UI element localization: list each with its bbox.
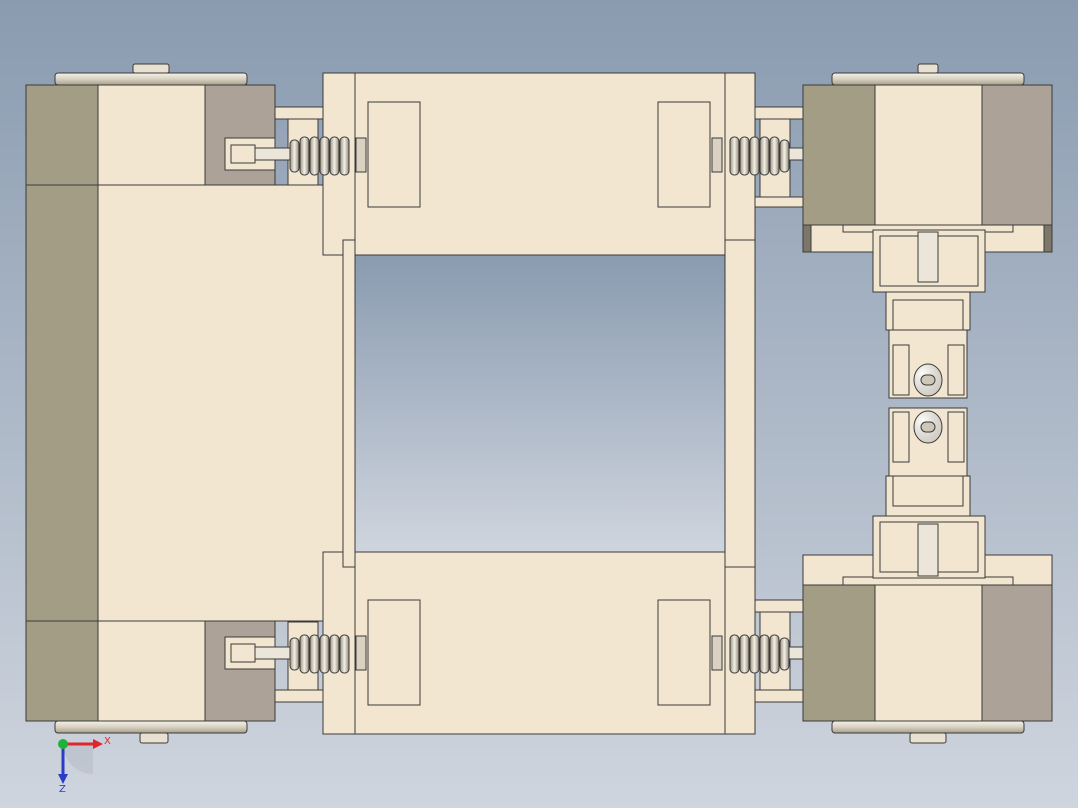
frame-opening <box>354 254 726 553</box>
left-bottom-wheel-face <box>97 620 206 722</box>
right-top-wheel-module[interactable] <box>802 63 1053 253</box>
steering-linkage[interactable] <box>872 229 986 579</box>
frame-left-rail <box>342 239 356 568</box>
left-bottom-wheel-rim <box>54 720 248 734</box>
left-battery-box <box>97 184 344 622</box>
mount-block-top-left <box>367 101 421 208</box>
spring-assembly-bottom-left[interactable] <box>224 621 367 703</box>
right-bottom-wheel-module[interactable] <box>802 554 1053 744</box>
left-battery-side <box>25 184 99 622</box>
left-bottom-axle-cap <box>139 732 169 744</box>
left-top-wheel-rim <box>54 72 248 86</box>
center-frame[interactable] <box>322 72 756 735</box>
mount-block-bottom-left <box>367 599 421 706</box>
axis-z-label: Z <box>59 784 66 795</box>
left-bottom-wheel-hub <box>204 620 276 722</box>
mount-block-bottom-right <box>657 599 711 706</box>
left-top-wheel-face <box>97 84 206 186</box>
left-track-module[interactable] <box>25 63 344 744</box>
left-top-axle-cap <box>132 63 170 74</box>
axis-x-label: X <box>104 736 111 747</box>
spring-assembly-top-left[interactable] <box>224 106 367 186</box>
mount-block-top-right <box>657 101 711 208</box>
coordinate-triad-icon <box>58 739 103 784</box>
frame-right-rail <box>724 239 756 568</box>
